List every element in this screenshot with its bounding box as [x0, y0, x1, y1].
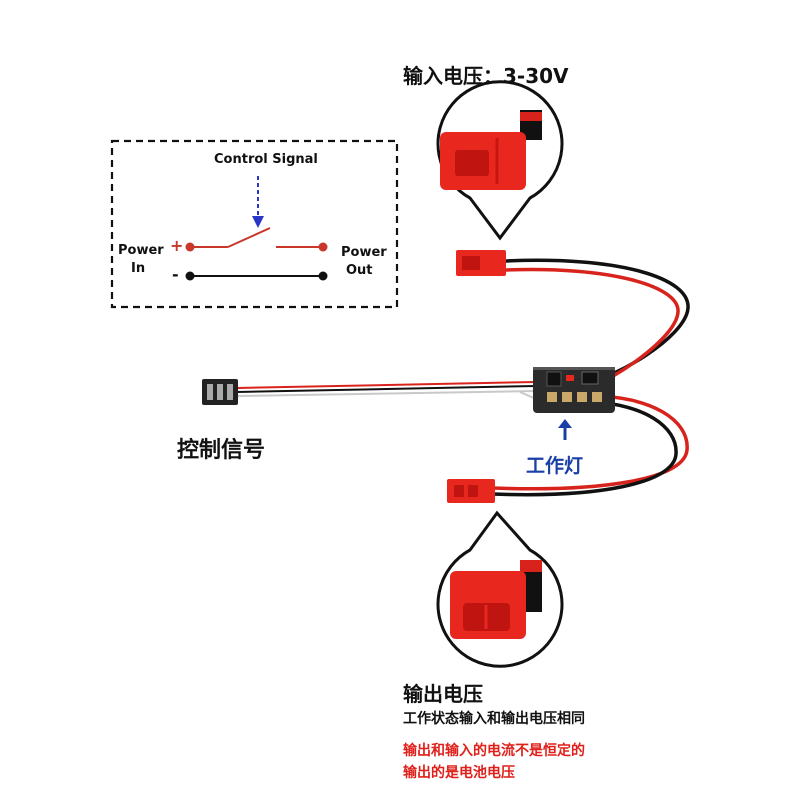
input-wire-black: [504, 258, 690, 382]
input-voltage-label: 输入电压：3-30V: [403, 64, 569, 88]
control-signal-label: Control Signal: [214, 152, 318, 167]
power-out-label-line2: Out: [346, 263, 373, 278]
output-jst-slot-2: [468, 485, 478, 497]
input-wire-red: [504, 267, 680, 388]
control-signal-cn-label: 控制信号: [177, 438, 266, 463]
signal-wire-white: [236, 390, 537, 397]
signal-wire-red: [236, 381, 537, 389]
terminal-out-negative: [318, 271, 328, 281]
output-note: 工作状态输入和输出电压相同: [403, 711, 585, 727]
output-wire-black: [491, 400, 678, 497]
terminal-out-positive: [318, 242, 328, 252]
signal-wire-black: [236, 385, 537, 393]
pcb-mosfet-1: [581, 371, 599, 385]
servo-pin-2: [217, 384, 223, 400]
input-connector-wire-red: [520, 112, 542, 121]
pcb-edge-light: [533, 367, 615, 370]
output-voltage-label: 输出电压: [403, 682, 483, 706]
power-in-label-line2: In: [131, 261, 146, 276]
schematic-plus-sign: +: [170, 236, 184, 255]
pcb-board: [533, 367, 615, 413]
work-light-label: 工作灯: [526, 455, 584, 477]
warning-line-2: 输出的是电池电压: [403, 765, 515, 781]
switch-blade: [227, 227, 271, 248]
output-connector-wire-red: [520, 560, 542, 572]
warning-line-1: 输出和输入的电流不是恒定的: [403, 743, 585, 759]
input-jst-slot: [462, 256, 480, 270]
terminal-in-positive: [185, 242, 195, 252]
schematic-minus-sign: -: [172, 265, 179, 284]
output-jst-slot-1: [454, 485, 464, 497]
control-arrow-head: [252, 216, 264, 228]
pcb-chip: [546, 371, 562, 387]
pcb-pad-4: [592, 392, 602, 402]
pcb-pad-3: [577, 392, 587, 402]
servo-pin-3: [227, 384, 233, 400]
work-light-arrow-head: [558, 419, 572, 428]
power-in-label-line1: Power: [118, 243, 164, 258]
terminal-in-negative: [185, 271, 195, 281]
servo-pin-1: [207, 384, 213, 400]
output-wire-red: [491, 394, 689, 491]
power-out-label-line1: Power: [341, 245, 387, 260]
input-connector-zoom-slot: [455, 150, 489, 176]
pcb-pad-1: [547, 392, 557, 402]
schematic-frame: [110, 139, 399, 309]
pcb-led: [566, 375, 574, 381]
pcb-pad-2: [562, 392, 572, 402]
